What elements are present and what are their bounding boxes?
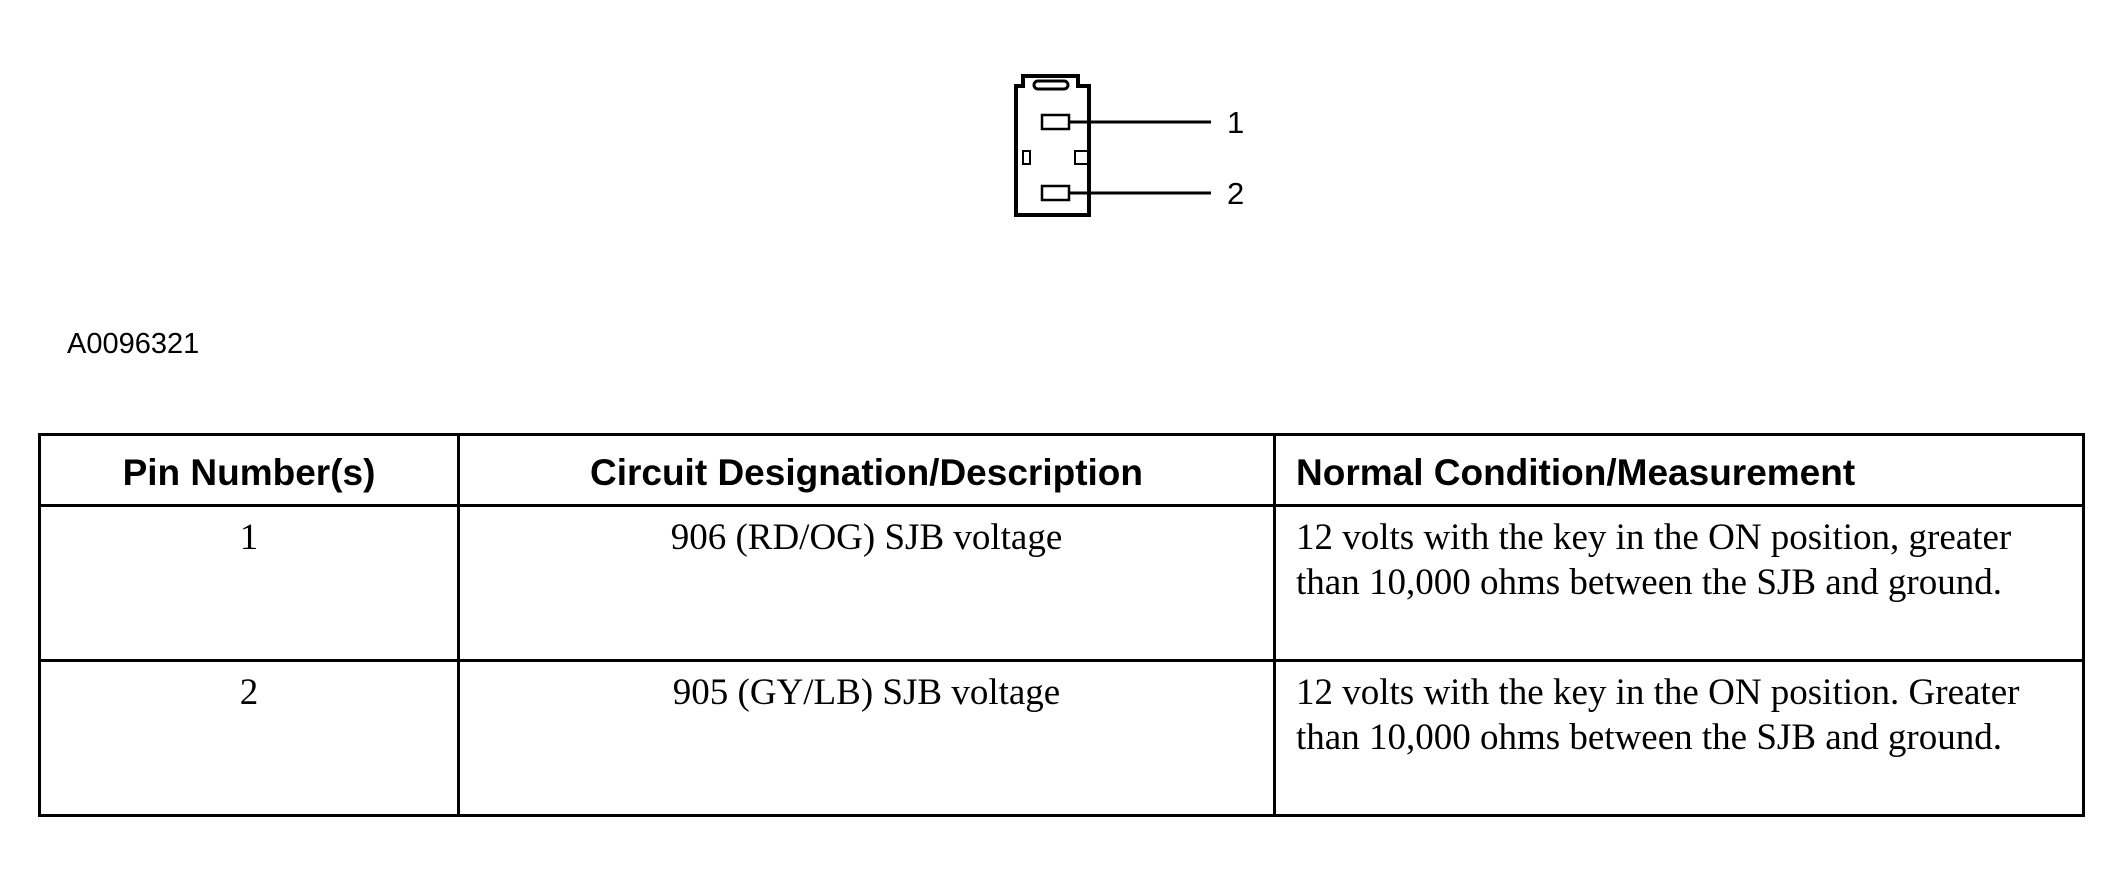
left-key: [1022, 150, 1031, 165]
circuit-cell: 906 (RD/OG) SJB voltage: [457, 504, 1276, 662]
normal-condition-cell: 12 volts with the key in the ON position…: [1273, 659, 2085, 817]
header-pin-number: Pin Number(s): [38, 433, 460, 507]
pin-1-terminal: [1040, 113, 1071, 131]
pin-table: Pin Number(s) Circuit Designation/Descri…: [38, 433, 2085, 817]
header-normal-condition: Normal Condition/Measurement: [1273, 433, 2085, 507]
pin-2-label: 2: [1227, 176, 1245, 211]
connector-housing: [1014, 74, 1091, 217]
pin-1-label: 1: [1227, 105, 1245, 140]
normal-condition-cell: 12 volts with the key in the ON position…: [1273, 504, 2085, 662]
connector-diagram: [1014, 74, 1211, 217]
right-key: [1074, 150, 1090, 165]
table-row: 1 906 (RD/OG) SJB voltage 12 volts with …: [38, 504, 2085, 662]
pin-cell: 2: [38, 659, 460, 817]
pin-2-terminal: [1040, 184, 1071, 202]
table-header-row: Pin Number(s) Circuit Designation/Descri…: [38, 433, 2085, 507]
figure-id: A0096321: [67, 328, 200, 360]
table-row: 2 905 (GY/LB) SJB voltage 12 volts with …: [38, 659, 2085, 817]
pin-cell: 1: [38, 504, 460, 662]
header-circuit-designation: Circuit Designation/Description: [457, 433, 1276, 507]
circuit-cell: 905 (GY/LB) SJB voltage: [457, 659, 1276, 817]
connector-latch: [1032, 79, 1070, 91]
